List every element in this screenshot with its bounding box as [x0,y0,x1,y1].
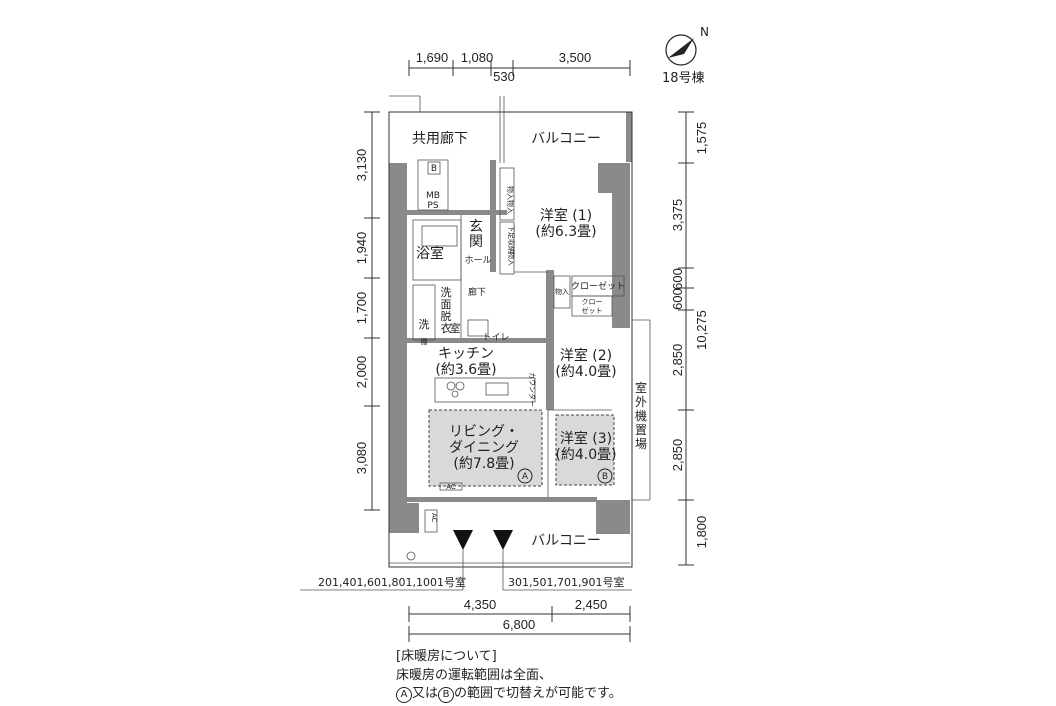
label-kitchen-size: (約3.6畳) [435,362,496,378]
note-line2-pre: 又は [412,686,439,701]
label-washroom-5: 室 [450,321,461,335]
label-washroom-4: 衣 [441,321,452,335]
dim-right-6: 1,800 [694,516,709,549]
marker-b: B [602,472,608,482]
label-outdoor-5: 場 [635,437,647,451]
marker-unit-left-icon [453,530,473,550]
label-toilet: トイレ [482,333,509,343]
label-room2-size: (約4.0畳) [555,364,616,380]
label-corridor: 共用廊下 [412,130,468,147]
dim-right-5: 2,850 [670,439,685,472]
label-ac-indoor: AC [446,483,456,491]
walls [389,112,632,534]
right-dimensions: 1,575 3,375 600 600 2,850 2,850 1,800 10… [670,111,709,566]
unit-labels: 201,401,601,801,1001号室 301,501,701,901号室 [300,575,632,591]
label-washroom-1: 洗 [441,286,452,299]
label-shelf: 棚 [421,337,428,346]
marker-unit-right-icon [493,530,513,550]
dim-left-3: 1,700 [354,292,369,325]
label-storage-3: 物入 [507,252,516,266]
label-room1-size: (約6.3畳) [535,224,596,240]
label-outdoor-1: 室 [635,380,647,395]
label-balcony-bottom: バルコニー [531,533,601,549]
dim-left-2: 1,940 [354,232,369,265]
label-storage-4: 物入 [555,287,569,296]
dim-right-4: 2,850 [670,344,685,377]
label-washroom-3: 脱 [441,309,452,323]
label-entrance-2: 関 [469,234,483,250]
heated-area-a [428,409,543,487]
left-dimensions: 3,130 1,940 1,700 2,000 3,080 [354,111,380,511]
label-b-box: B [431,164,437,174]
units-left: 201,401,601,801,1001号室 [318,575,466,589]
dim-left-1: 3,130 [354,149,369,182]
dim-right-1: 1,575 [694,122,709,155]
compass-letter: N [700,25,709,39]
label-washroom-2: 面 [441,298,452,311]
building-label: 18号棟 [662,71,705,86]
outline [388,95,651,568]
note-line2-post: の範囲で切替えが可能です。 [454,686,622,701]
dim-top-4: 530 [493,69,515,84]
dim-left-5: 3,080 [354,442,369,475]
dim-right-3: 600 [670,268,685,290]
marker-a: A [522,472,529,482]
dim-top-2: 1,080 [461,50,494,65]
note-heading: [床暖房について] [396,649,497,664]
label-living-2: ダイニング [449,440,519,456]
dim-top-1: 1,690 [416,50,449,65]
note-marker-a: A [396,687,412,703]
label-living-size: (約7.8畳) [453,456,514,472]
label-storage-1: 物入 [506,186,515,200]
label-hall: ホール [464,255,491,266]
bottom-dimensions: 4,350 2,450 6,800 [408,597,631,642]
label-closet-2b: ゼット [582,306,603,315]
label-mbps-1: MB [426,191,440,201]
room-labels: 共用廊下 バルコニー バルコニー B MB PS 玄 関 ホール 浴室 洗 面 … [412,130,647,549]
label-room3-size: (約4.0畳) [555,447,616,463]
label-hallway: 廊下 [468,286,486,298]
note-line1: 床暖房の運転範囲は全面、 [396,668,553,683]
label-mbps-2: PS [427,201,438,211]
label-outdoor-2: 外 [635,395,647,409]
label-room3: 洋室 (3) [560,430,612,447]
partitions [406,159,625,561]
dim-right-total: 10,275 [694,310,709,350]
label-room2: 洋室 (2) [560,347,612,364]
top-dimensions: 1,690 1,080 3,500 530 [408,50,631,84]
label-closet-1: クローゼット [571,280,625,292]
label-ac-outdoor: AC [430,513,438,523]
label-living-1: リビング・ [449,424,519,440]
label-shoe-storage: 下足収納 [507,225,516,253]
label-outdoor-4: 置 [635,423,647,437]
label-closet-2a: クロー [582,298,603,306]
label-counter: カウンター [528,372,537,407]
note-marker-b: B [438,687,455,703]
compass-icon: N [665,25,709,66]
label-wash: 洗 [419,318,430,331]
label-entrance-1: 玄 [469,218,483,235]
label-balcony-top: バルコニー [531,131,601,147]
label-outdoor-3: 機 [635,408,647,423]
dim-right-2: 3,375 [670,199,685,232]
units-right: 301,501,701,901号室 [508,575,624,589]
label-kitchen: キッチン [438,346,494,362]
dim-bottom-2: 2,450 [575,597,608,612]
label-bath: 浴室 [416,245,444,262]
label-room1: 洋室 (1) [540,207,592,224]
heated-area-b [555,414,615,486]
dim-right-3b: 600 [670,288,685,310]
label-storage-2: 物入 [506,200,515,214]
dim-bottom-1: 4,350 [464,597,497,612]
dim-bottom-total: 6,800 [503,617,536,632]
dim-top-3: 3,500 [559,50,592,65]
dim-left-4: 2,000 [354,356,369,389]
